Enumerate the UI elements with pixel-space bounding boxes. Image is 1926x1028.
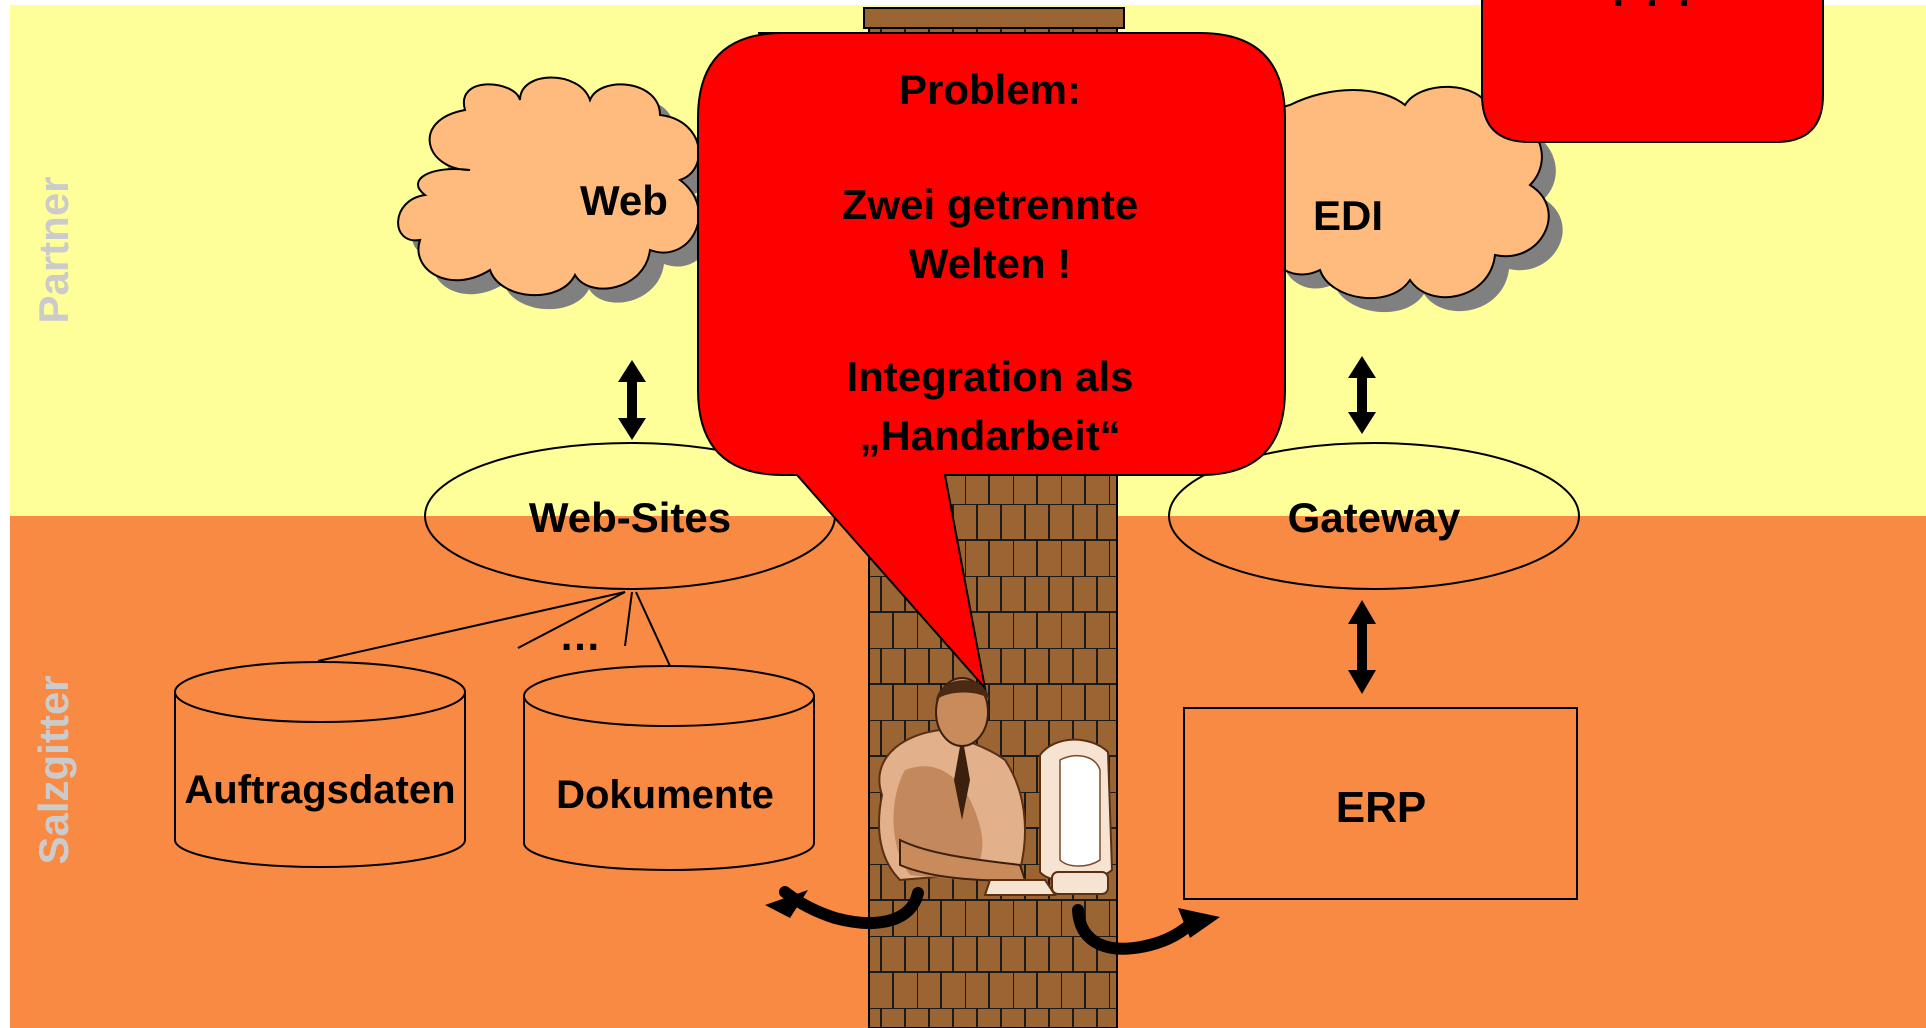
- gateway-erp-double-arrow: [1348, 600, 1376, 694]
- web-sites-label: Web-Sites: [529, 494, 731, 541]
- web-sites-node: Web-Sites: [424, 442, 836, 590]
- dokumente-database: Dokumente: [523, 665, 815, 871]
- callout-line-1: Problem:: [899, 66, 1081, 113]
- question-exclamation-text: ? ! ?: [1606, 0, 1699, 16]
- salzgitter-zone-label: Salzgitter: [30, 675, 77, 864]
- edi-double-arrow: [1348, 356, 1376, 434]
- erp-label: ERP: [1336, 783, 1426, 832]
- problem-callout[interactable]: Problem: Zwei getrennte Welten ! Integra…: [697, 32, 1286, 692]
- web-cloud: Web: [397, 76, 713, 310]
- web-cloud-label: Web: [580, 177, 668, 224]
- callout-line-2: Zwei getrennte: [842, 181, 1138, 228]
- callout-line-5: „Handarbeit“: [859, 412, 1120, 459]
- edi-cloud-label: EDI: [1313, 192, 1383, 239]
- dokumente-label: Dokumente: [556, 773, 774, 817]
- callout-line-4: Integration als: [846, 353, 1133, 400]
- person-at-computer-icon: [878, 677, 1114, 896]
- more-items-ellipsis: …: [559, 612, 601, 659]
- erp-node: ERP: [1183, 707, 1578, 900]
- callout-line-3: Welten !: [909, 240, 1072, 287]
- auftragsdaten-label: Auftragsdaten: [184, 768, 455, 812]
- curved-arrow-right: [1072, 904, 1220, 955]
- gateway-label: Gateway: [1288, 494, 1461, 541]
- web-double-arrow: [618, 360, 646, 440]
- partner-zone-label: Partner: [30, 176, 77, 323]
- curved-arrow-left: [765, 886, 924, 930]
- gateway-node: Gateway: [1168, 442, 1580, 590]
- web-sites-connectors: [317, 591, 671, 667]
- auftragsdaten-database: Auftragsdaten: [174, 661, 466, 868]
- question-exclamation-box: ? ! ?: [1481, 0, 1824, 143]
